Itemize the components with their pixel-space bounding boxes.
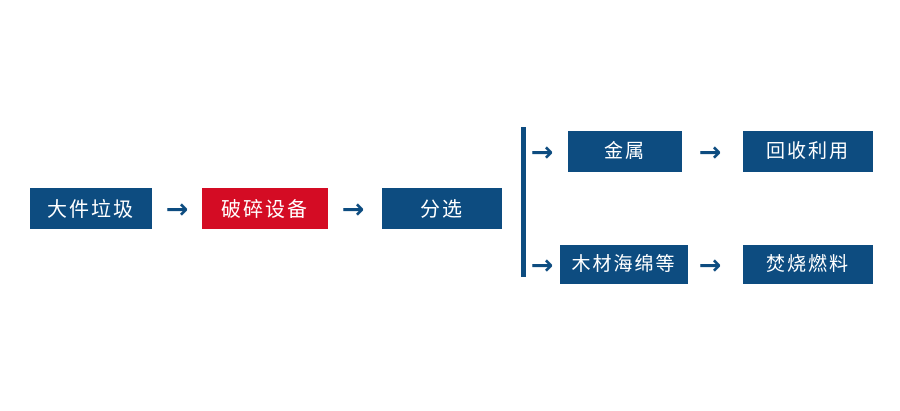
split-line-connector	[521, 127, 526, 277]
arrow-right-icon-split-to-metal: →	[530, 136, 554, 168]
arrow-right-icon-metal-to-recycle: →	[698, 136, 722, 168]
node-metal[interactable]: 金属	[568, 131, 682, 172]
arrow-right-icon-source-to-crusher: →	[165, 193, 189, 225]
node-recycling-reuse[interactable]: 回收利用	[743, 131, 873, 172]
node-sorting[interactable]: 分选	[382, 188, 502, 229]
node-crushing-equipment[interactable]: 破碎设备	[202, 188, 328, 229]
node-wood-sponge-etc[interactable]: 木材海绵等	[560, 245, 688, 284]
node-large-waste[interactable]: 大件垃圾	[30, 188, 152, 229]
arrow-right-icon-crusher-to-sorting: →	[341, 193, 365, 225]
arrow-right-icon-wood-to-fuel: →	[698, 249, 722, 281]
node-incineration-fuel[interactable]: 焚烧燃料	[743, 245, 873, 284]
arrow-right-icon-split-to-wood: →	[530, 249, 554, 281]
